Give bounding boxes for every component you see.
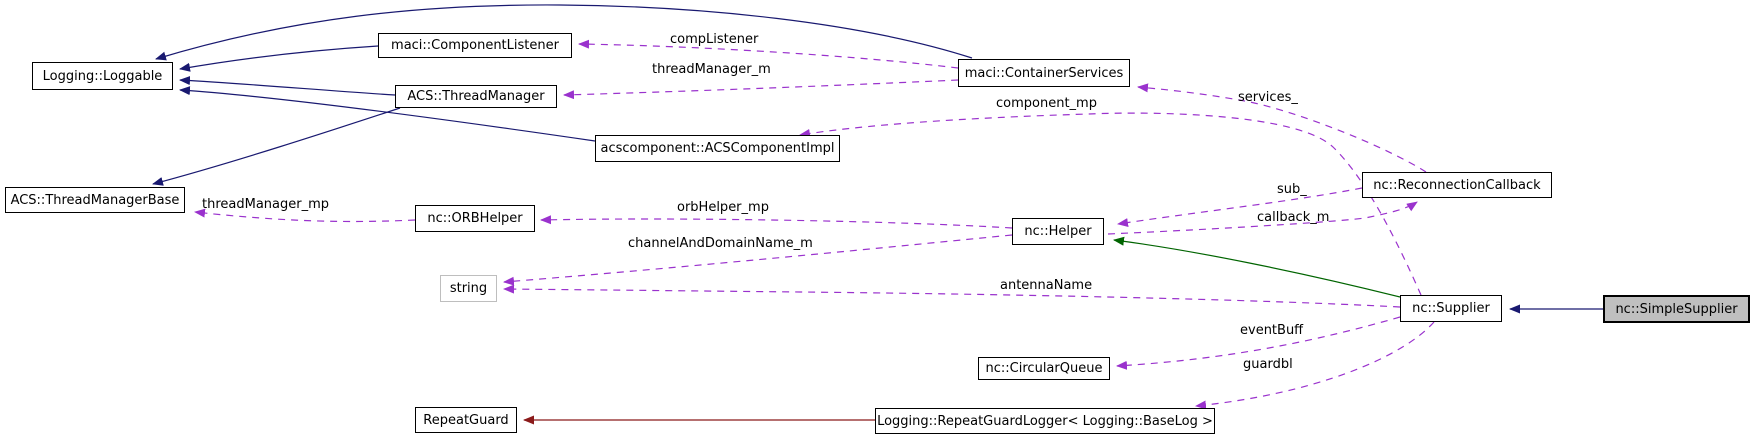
edge-usage-complistener xyxy=(578,39,959,69)
edge-label-antennaname: antennaName xyxy=(1000,278,1093,293)
edge-label-threadmanager-m: threadManager_m xyxy=(652,62,771,77)
edge-label-callback-m: callback_m xyxy=(1257,210,1330,225)
node-supplier[interactable]: nc::Supplier xyxy=(1400,295,1502,322)
edge-usage-guardbl xyxy=(1195,321,1435,410)
edge-label-component-mp: component_mp xyxy=(996,96,1097,111)
node-thread-manager[interactable]: ACS::ThreadManager xyxy=(395,85,557,108)
edge-usage-eventbuff xyxy=(1116,316,1401,370)
node-repeat-guard-logger[interactable]: Logging::RepeatGuardLogger< Logging::Bas… xyxy=(875,408,1215,434)
node-loggable[interactable]: Logging::Loggable xyxy=(32,62,173,90)
node-repeat-guard[interactable]: RepeatGuard xyxy=(415,407,517,433)
edge-label-channelanddomainname-m: channelAndDomainName_m xyxy=(628,236,813,251)
edge-inherit-threadmanager-loggable xyxy=(179,76,396,96)
node-helper[interactable]: nc::Helper xyxy=(1012,218,1104,245)
edge-label-orbhelper-mp: orbHelper_mp xyxy=(677,200,769,215)
edge-label-services: services_ xyxy=(1238,90,1298,105)
node-acs-component-impl[interactable]: acscomponent::ACSComponentImpl xyxy=(595,135,840,162)
edge-usage-component-mp xyxy=(799,112,1422,296)
node-container-services[interactable]: maci::ContainerServices xyxy=(958,59,1130,87)
edge-inherit-supplier-helper xyxy=(1113,236,1401,298)
node-orb-helper[interactable]: nc::ORBHelper xyxy=(415,205,535,232)
node-circular-queue[interactable]: nc::CircularQueue xyxy=(978,357,1110,380)
edge-inherit-componentlistener-loggable xyxy=(179,45,379,72)
edge-inherit-acscomponentimpl-loggable xyxy=(179,86,596,142)
edge-label-threadmanager-mp: threadManager_mp xyxy=(202,197,330,212)
edge-inherit-containerservices-loggable xyxy=(155,4,973,61)
edge-usage-services xyxy=(1137,83,1427,173)
edge-usage-antennaname xyxy=(503,284,1401,308)
edge-label-guardbl: guardbl xyxy=(1243,357,1293,372)
edge-usage-threadmanager-m xyxy=(563,79,959,100)
edge-label-complistener: compListener xyxy=(670,32,759,47)
edge-label-eventbuff: eventBuff xyxy=(1240,323,1304,338)
edge-label-sub: sub_ xyxy=(1277,182,1307,197)
node-component-listener[interactable]: maci::ComponentListener xyxy=(378,33,572,58)
node-simple-supplier: nc::SimpleSupplier xyxy=(1603,295,1750,323)
edge-usage-threadmanager-mp xyxy=(194,208,416,223)
node-string: string xyxy=(440,275,497,302)
edge-usage-orbhelper-mp xyxy=(540,215,1013,229)
edge-inherit-threadmanager-threadmanagerbase xyxy=(152,107,401,186)
edge-usage-channelanddomainname-m xyxy=(503,234,1013,286)
node-thread-manager-base[interactable]: ACS::ThreadManagerBase xyxy=(5,187,185,213)
edge-usage-sub xyxy=(1117,187,1363,227)
node-reconnection-callback[interactable]: nc::ReconnectionCallback xyxy=(1362,172,1552,198)
